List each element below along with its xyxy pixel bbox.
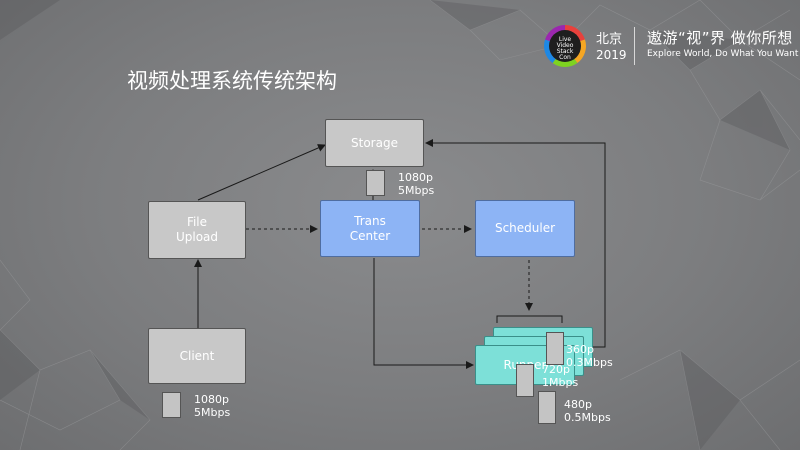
client-label: Client	[179, 348, 215, 363]
runner-3-file-icon	[538, 391, 556, 424]
arrow-runner-to-storage	[425, 139, 606, 348]
page-title: 视频处理系统传统架构	[127, 69, 337, 93]
client-bitrate: 5Mbps	[194, 406, 231, 419]
client-node: Client	[148, 328, 246, 384]
runner-group-bracket	[496, 315, 563, 323]
trans-center-label-line-2: Center	[349, 228, 391, 243]
logo-word-1: Live	[559, 36, 572, 43]
runner-2-bitrate: 1Mbps	[542, 376, 579, 389]
trans-center-label: Trans Center	[350, 214, 390, 244]
arrow-transcenter-to-runner	[373, 258, 474, 369]
file-upload-label-line-2: Upload	[175, 230, 219, 244]
runner-3-bitrate: 0.5Mbps	[564, 411, 611, 424]
arrow-upload-to-storage	[197, 144, 326, 201]
file-upload-node: File Upload	[148, 201, 246, 259]
runner-2-resolution: 720p	[542, 363, 570, 376]
runner-2-file-icon	[516, 364, 534, 397]
storage-label: Storage	[351, 135, 398, 150]
file-upload-label: File Upload	[176, 215, 218, 245]
storage-bitrate: 5Mbps	[398, 184, 435, 197]
logo-word-2: Video	[557, 42, 574, 49]
event-city: 北京	[596, 32, 623, 47]
logo-word-4: Con	[559, 54, 571, 61]
event-year: 2019	[596, 48, 627, 62]
runner-3-resolution: 480p	[564, 398, 592, 411]
trans-center-node: Trans Center	[320, 200, 420, 257]
runner-1-resolution: 360p	[566, 343, 594, 356]
slogan-chinese: 遨游“视”界 做你所想	[647, 29, 793, 47]
logo-word-3: Stack	[557, 48, 574, 55]
scheduler-label: Scheduler	[494, 221, 556, 235]
scheduler-node: Scheduler	[475, 200, 575, 257]
slogan-english: Explore World, Do What You Want	[647, 49, 799, 59]
conference-logo: Live Video Stack Con	[544, 25, 586, 67]
runner-1-file-icon	[546, 332, 564, 365]
file-upload-label-line-1: File	[186, 215, 208, 229]
header-divider	[634, 27, 635, 65]
runner-1-bitrate: 0.3Mbps	[566, 356, 613, 369]
storage-file-icon	[366, 170, 385, 196]
storage-node: Storage	[325, 119, 424, 167]
client-resolution: 1080p	[194, 393, 229, 406]
trans-center-label-line-1: Trans	[354, 213, 386, 228]
storage-resolution: 1080p	[398, 171, 433, 184]
client-file-icon	[162, 392, 181, 418]
